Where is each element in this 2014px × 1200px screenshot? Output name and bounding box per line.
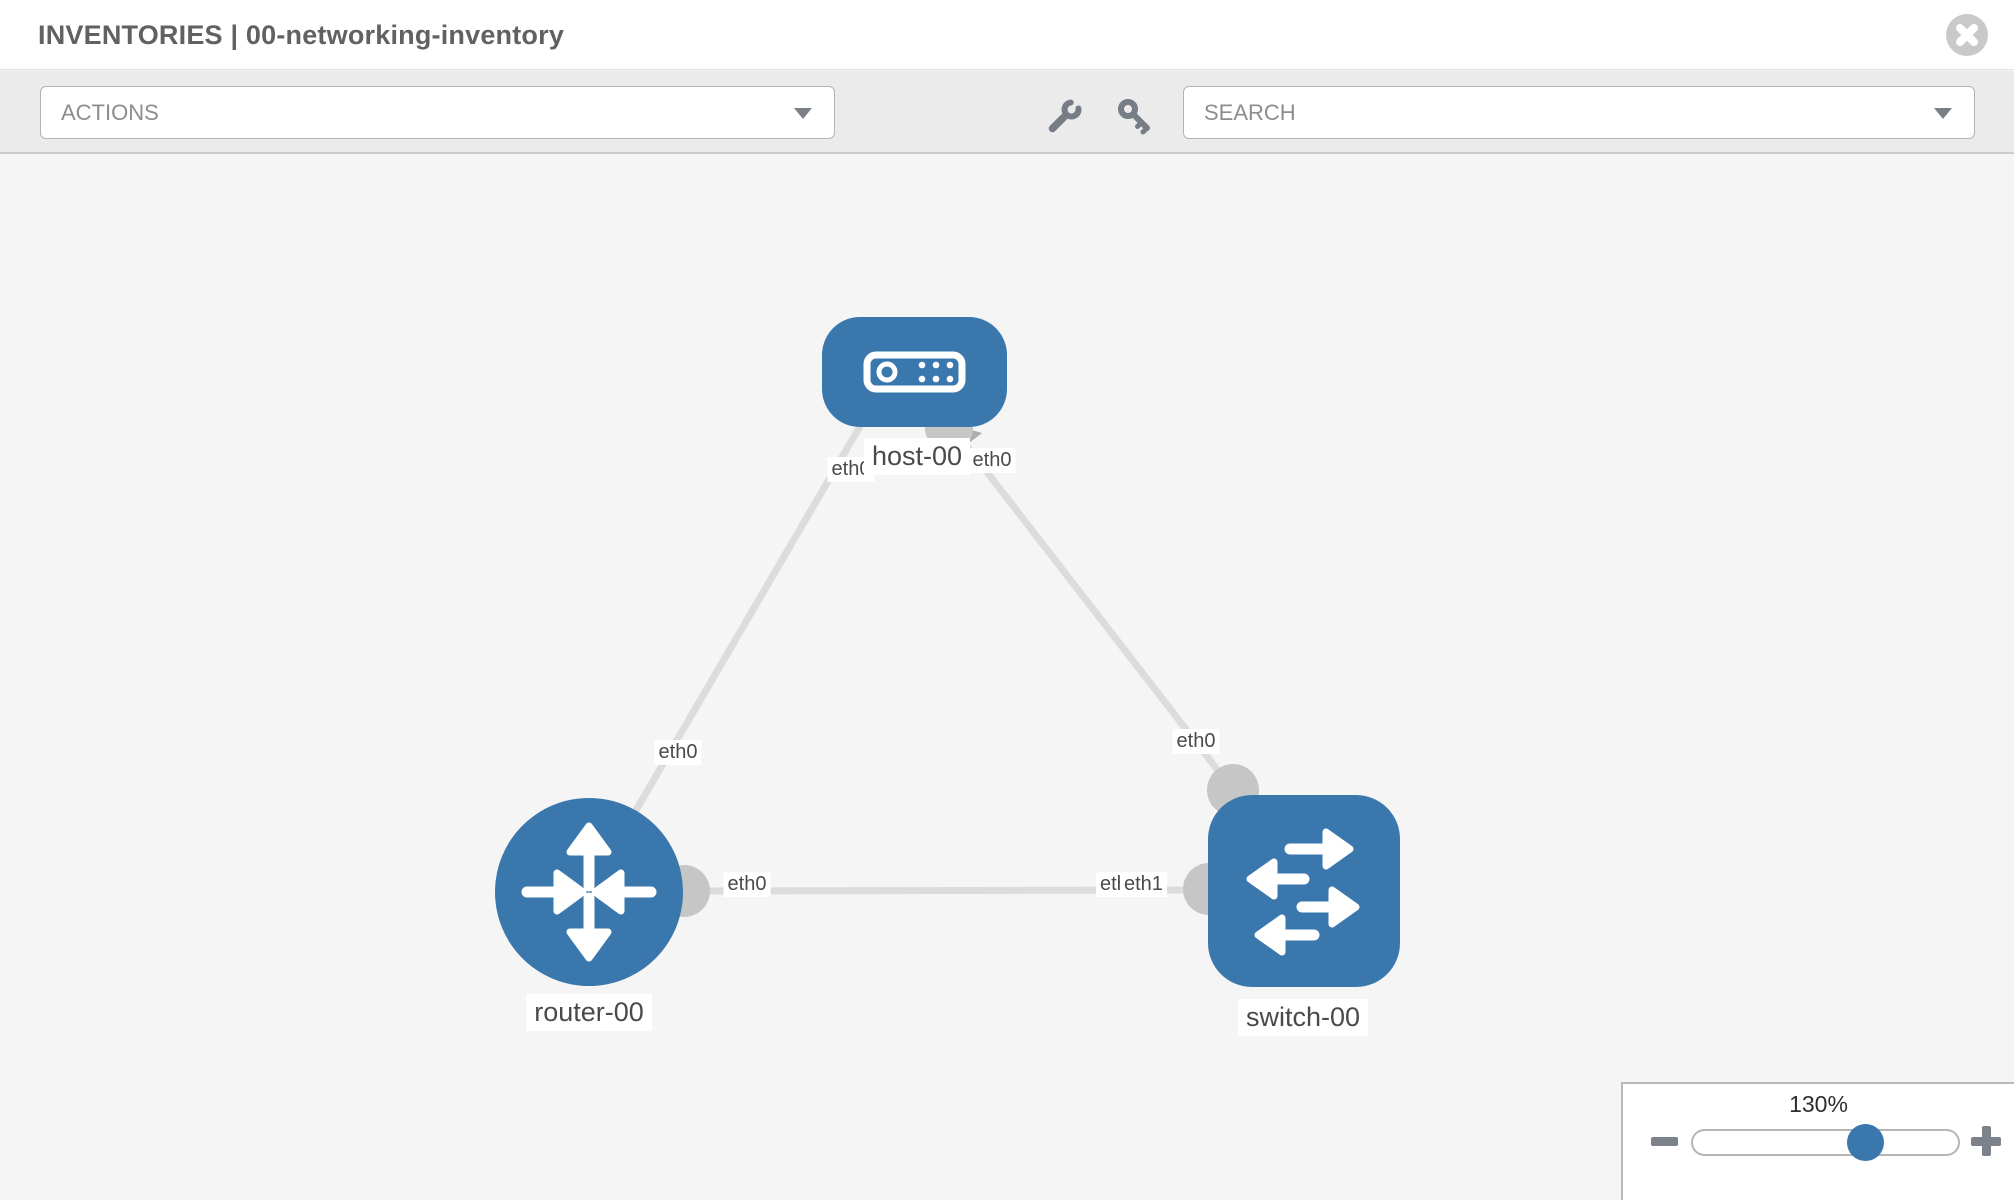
chevron-down-icon [1934,108,1952,119]
node-host-00[interactable] [822,317,1007,427]
zoom-slider-thumb[interactable] [1847,1124,1884,1161]
key-icon [1118,99,1150,135]
zoom-control-panel: 130% [1621,1082,2014,1200]
plus-icon [1982,1126,1991,1156]
wrench-icon [1048,99,1082,133]
zoom-in-button[interactable] [1971,1126,2001,1156]
toolbar: ACTIONS SEARCH [0,71,2014,154]
interface-label-router-switch-router-end: eth0 [723,872,771,897]
interface-label-router-switch-switch-end: eth1 [1120,872,1167,897]
zoom-percent-value: 130% [1789,1091,1848,1117]
link-host-switch [939,411,1236,793]
interface-label-host-switch-switch-end: eth0 [1172,729,1220,754]
node-label-host-00: host-00 [863,438,971,475]
actions-dropdown-label: ACTIONS [61,99,159,125]
chevron-down-icon [794,108,812,119]
search-dropdown[interactable]: SEARCH [1183,86,1975,139]
close-icon [1946,14,1988,56]
zoom-out-button minus-icon[interactable] [1651,1137,1678,1146]
link-lines [624,411,1236,895]
zoom-slider-track[interactable] [1691,1129,1960,1156]
switch-icon [1246,828,1360,956]
node-label-router-00: router-00 [526,994,652,1031]
page-title: INVENTORIES | 00-networking-inventory [38,20,565,50]
host-icon [863,351,966,393]
node-router-00[interactable] [495,798,683,986]
credentials-button[interactable] [1116,97,1154,140]
interface-circles [658,404,1259,917]
search-dropdown-label: SEARCH [1204,99,1296,125]
interface-label-host-router-router-end: eth0 [654,740,702,765]
interface-label-host-switch-host-end: eth0 [968,448,1016,473]
close-button[interactable] [1946,14,1988,56]
actions-dropdown[interactable]: ACTIONS [40,86,835,139]
header: INVENTORIES | 00-networking-inventory [0,0,2014,70]
router-icon [521,822,657,962]
configure-button[interactable] [1046,97,1084,140]
node-switch-00[interactable] [1208,795,1400,987]
node-label-switch-00: switch-00 [1237,999,1369,1036]
